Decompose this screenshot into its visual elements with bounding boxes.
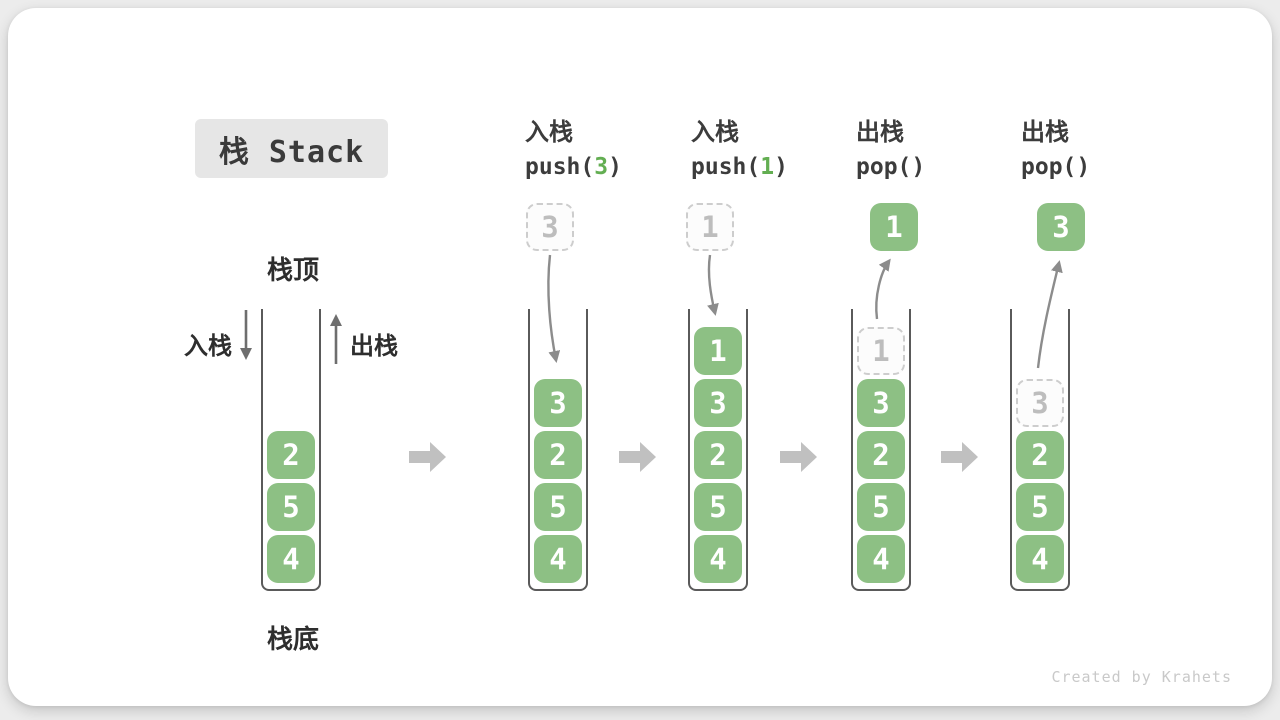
operation-code: pop() <box>1021 154 1091 180</box>
operation-code: pop() <box>856 154 926 180</box>
operation-label: 入栈 push(3) <box>525 112 622 180</box>
stack-element: 4 <box>534 535 582 583</box>
operation-name: 入栈 <box>691 118 739 146</box>
stack-element: 5 <box>1016 483 1064 531</box>
stack-element: 2 <box>694 431 742 479</box>
title-badge: 栈 Stack <box>195 119 388 178</box>
step-arrow <box>619 442 656 472</box>
stack-bottom-label: 栈底 <box>266 625 319 655</box>
stack-element: 4 <box>857 535 905 583</box>
stack-element: 5 <box>857 483 905 531</box>
removed-element-placeholder: 3 <box>1016 379 1064 427</box>
operation-name: 入栈 <box>525 118 573 146</box>
popped-value-box: 3 <box>1037 203 1085 251</box>
stack-element: 3 <box>857 379 905 427</box>
stack-element: 2 <box>857 431 905 479</box>
step-arrow <box>941 442 978 472</box>
operation-code: push(1) <box>691 154 788 180</box>
stack-element: 3 <box>694 379 742 427</box>
stack-element: 2 <box>534 431 582 479</box>
pushed-value-box: 1 <box>686 203 734 251</box>
stack-element: 5 <box>267 483 315 531</box>
stack-element: 2 <box>1016 431 1064 479</box>
title-text: 栈 Stack <box>218 134 365 170</box>
stack-element: 5 <box>534 483 582 531</box>
stack-element: 4 <box>694 535 742 583</box>
operation-label: 出栈 pop() <box>856 112 925 180</box>
pop-side-label: 出栈 <box>350 332 398 360</box>
stack-top-label: 栈顶 <box>266 256 319 286</box>
watermark: Created by Krahets <box>1051 668 1232 686</box>
stack-element: 2 <box>267 431 315 479</box>
push-arrow <box>707 254 719 316</box>
operation-argument: 1 <box>760 154 775 180</box>
operation-argument: 3 <box>594 154 609 180</box>
operation-name: 出栈 <box>1021 118 1069 146</box>
operation-label: 入栈 push(1) <box>691 112 788 180</box>
operation-code: push(3) <box>525 154 622 180</box>
removed-element-placeholder: 1 <box>857 327 905 375</box>
stack-element: 4 <box>1016 535 1064 583</box>
step-arrow <box>409 442 446 472</box>
operation-name: 出栈 <box>856 118 904 146</box>
pushed-value-box: 3 <box>526 203 574 251</box>
popped-value-box: 1 <box>870 203 918 251</box>
stack-element: 3 <box>534 379 582 427</box>
operation-label: 出栈 pop() <box>1021 112 1090 180</box>
push-side-label: 入栈 <box>184 332 232 360</box>
step-arrow <box>780 442 817 472</box>
stack-element: 1 <box>694 327 742 375</box>
stack-element: 4 <box>267 535 315 583</box>
stack-element: 5 <box>694 483 742 531</box>
